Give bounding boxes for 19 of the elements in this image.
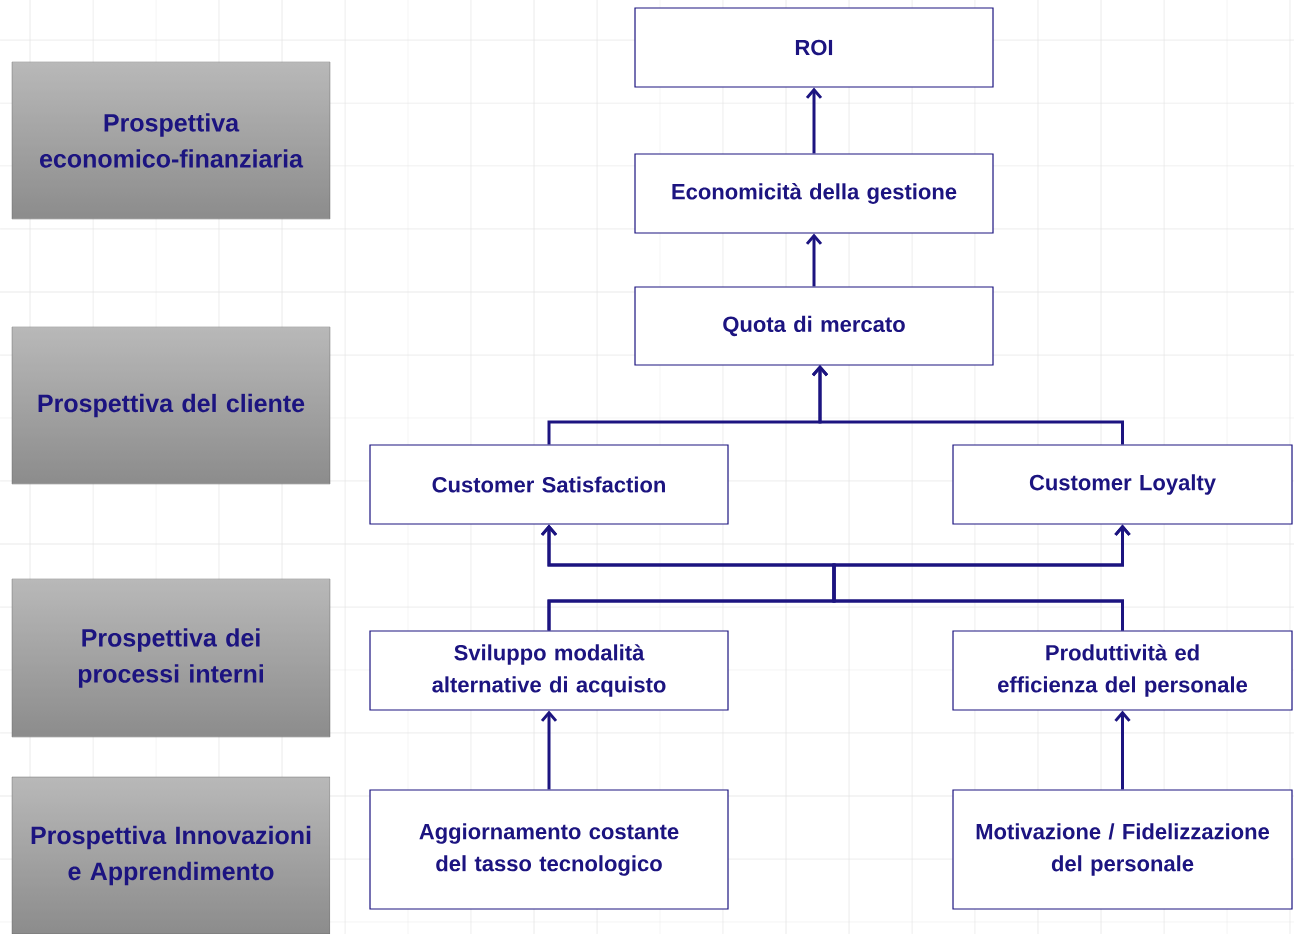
perspective-box: Prospettiva economico-finanziaria bbox=[11, 61, 331, 220]
process-box: ROI bbox=[634, 7, 994, 88]
process-box: Motivazione / Fidelizzazione del personale bbox=[952, 789, 1293, 910]
process-box: Sviluppo modalità alternative di acquisto bbox=[369, 630, 729, 711]
perspective-box: Prospettiva Innovazioni e Apprendimento bbox=[11, 776, 331, 934]
process-box: Customer Satisfaction bbox=[369, 444, 729, 525]
process-box: Economicità della gestione bbox=[634, 153, 994, 234]
process-box: Aggiornamento costante del tasso tecnologico bbox=[369, 789, 729, 910]
arrow bbox=[832, 524, 1131, 631]
perspective-box: Prospettiva del cliente bbox=[11, 326, 331, 485]
arrow bbox=[805, 87, 823, 154]
arrow bbox=[1114, 710, 1131, 790]
arrow bbox=[811, 365, 1124, 445]
perspective-box: Prospettiva dei processi interni bbox=[11, 578, 331, 738]
arrow bbox=[540, 710, 558, 790]
process-box: Customer Loyalty bbox=[952, 444, 1293, 525]
process-box: Produttività ed efficienza del personale bbox=[952, 630, 1293, 711]
arrow bbox=[805, 233, 823, 287]
process-box: Quota di mercato bbox=[634, 286, 994, 366]
